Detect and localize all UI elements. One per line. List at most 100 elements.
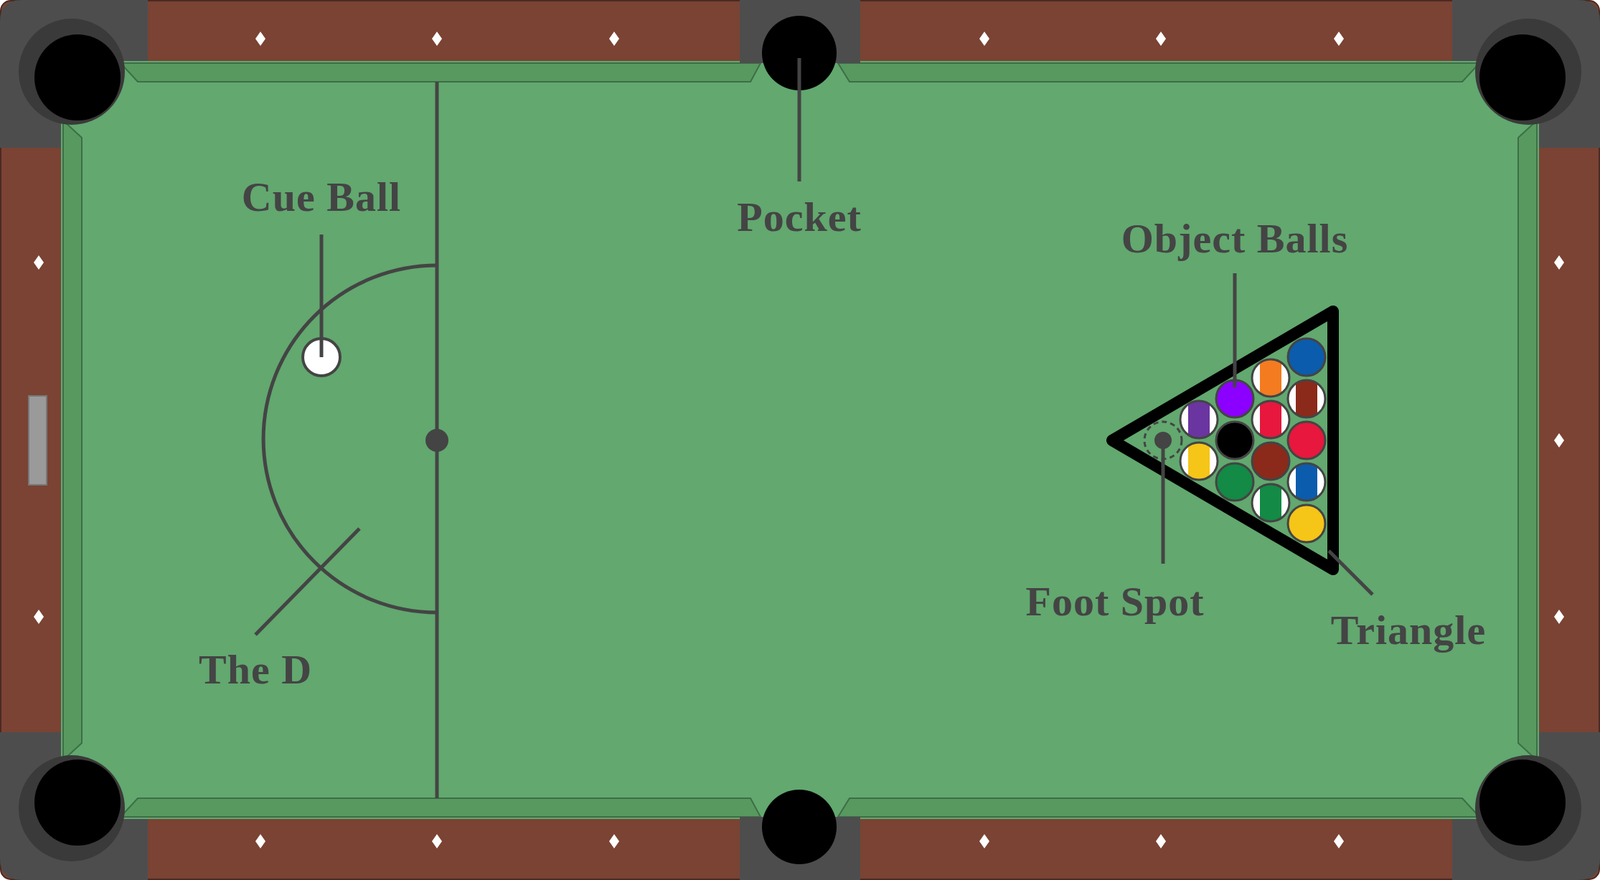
- ball-outline: [1180, 442, 1218, 480]
- ball-outline: [1252, 401, 1290, 439]
- pocket-rim: [1475, 18, 1582, 125]
- ball-stripe: [1259, 484, 1282, 522]
- ball-outline: [1287, 338, 1326, 376]
- object-ball: [1287, 421, 1326, 460]
- leader-line: [1233, 273, 1237, 388]
- ball-body: [1216, 463, 1254, 501]
- ball-outline: [1252, 359, 1290, 397]
- ball-body: [1252, 484, 1290, 522]
- ball-body: [1287, 505, 1326, 543]
- object-ball: [1287, 338, 1326, 376]
- rail-diamond: [255, 834, 266, 849]
- rail-diamond: [979, 834, 990, 849]
- ball-outline: [1287, 463, 1326, 501]
- ball-stripe: [1295, 463, 1318, 501]
- rail-diamond: [609, 834, 620, 849]
- rail-diamond: [1333, 834, 1344, 849]
- cushion: [63, 120, 82, 761]
- ball-stripe: [1259, 359, 1282, 397]
- rail-diamonds: [33, 31, 1565, 849]
- pocket-hole: [761, 789, 837, 865]
- object-balls: [1180, 338, 1326, 543]
- ball-stripe: [1188, 401, 1210, 439]
- cushion: [838, 798, 1480, 818]
- ball-stripe: [1295, 380, 1318, 418]
- cushion: [838, 63, 1480, 82]
- part-label: Foot Spot: [1025, 581, 1204, 623]
- rail-diamond: [1554, 255, 1565, 270]
- object-ball: [1252, 359, 1290, 397]
- rail-diamond: [1155, 31, 1166, 46]
- ball-body: [1287, 380, 1326, 418]
- object-ball: [1287, 505, 1326, 543]
- ball-stripe: [1188, 442, 1210, 480]
- rail-diamond: [255, 31, 266, 46]
- object-ball: [1216, 463, 1254, 501]
- ball-body: [1216, 421, 1254, 460]
- ball-body: [1180, 442, 1218, 480]
- rack-triangle: [1112, 311, 1334, 570]
- pocket-hole: [34, 759, 121, 846]
- object-ball: [1252, 442, 1290, 480]
- pocket-hole: [34, 34, 121, 121]
- object-ball: [1287, 463, 1326, 501]
- pocket-rim: [18, 755, 125, 862]
- rail-diamond: [979, 31, 990, 46]
- cushion: [1518, 120, 1537, 761]
- ball-body: [1252, 359, 1290, 397]
- pocket-hole: [1479, 759, 1566, 846]
- ball-outline: [1216, 421, 1254, 460]
- cushion: [120, 798, 761, 818]
- leader-lines: [255, 58, 1373, 635]
- corner-piece: [1452, 732, 1600, 880]
- head-spot: [425, 429, 449, 453]
- ball-stripe: [1259, 401, 1282, 439]
- rail-diamond: [1333, 31, 1344, 46]
- ball-outline: [1180, 401, 1218, 439]
- part-label: Object Balls: [1121, 218, 1349, 260]
- ball-body: [1287, 338, 1326, 376]
- object-ball: [1252, 401, 1290, 439]
- leader-line: [1328, 551, 1373, 595]
- corner-piece: [0, 732, 148, 880]
- rail-diamond: [609, 31, 620, 46]
- part-label: Triangle: [1330, 609, 1486, 652]
- pocket-hole: [1479, 34, 1566, 121]
- ball-body: [1287, 463, 1326, 501]
- rail-diamond: [431, 31, 442, 46]
- object-ball: [1252, 484, 1290, 522]
- ball-outline: [1287, 380, 1326, 418]
- ball-body: [1180, 401, 1218, 439]
- the-d-arc: [263, 265, 437, 613]
- ball-outline: [1252, 484, 1290, 522]
- rail-diamond: [33, 609, 44, 625]
- ball-outline: [1287, 505, 1326, 543]
- object-ball: [1180, 401, 1218, 439]
- object-ball: [1287, 380, 1326, 418]
- ball-body: [1252, 442, 1290, 480]
- leader-line: [797, 58, 802, 182]
- pocket-rim: [1475, 755, 1582, 862]
- ball-body: [1252, 401, 1290, 439]
- ball-outline: [1287, 421, 1326, 460]
- leader-line: [320, 234, 324, 358]
- rail-diamond: [431, 834, 442, 849]
- corner-piece: [1452, 0, 1600, 148]
- ball-body: [1287, 421, 1326, 460]
- pocket-rim: [18, 18, 125, 125]
- object-ball: [1180, 442, 1218, 480]
- part-label: The D: [198, 649, 313, 691]
- ball-outline: [1252, 442, 1290, 480]
- side-pockets: [739, 0, 861, 880]
- corner-piece: [0, 0, 148, 148]
- rail-diamond: [1554, 609, 1565, 625]
- object-ball: [1216, 421, 1254, 460]
- cushion: [120, 63, 761, 82]
- rail-diamond: [33, 255, 44, 270]
- rail-plate: [28, 396, 47, 486]
- part-label: Pocket: [736, 196, 862, 239]
